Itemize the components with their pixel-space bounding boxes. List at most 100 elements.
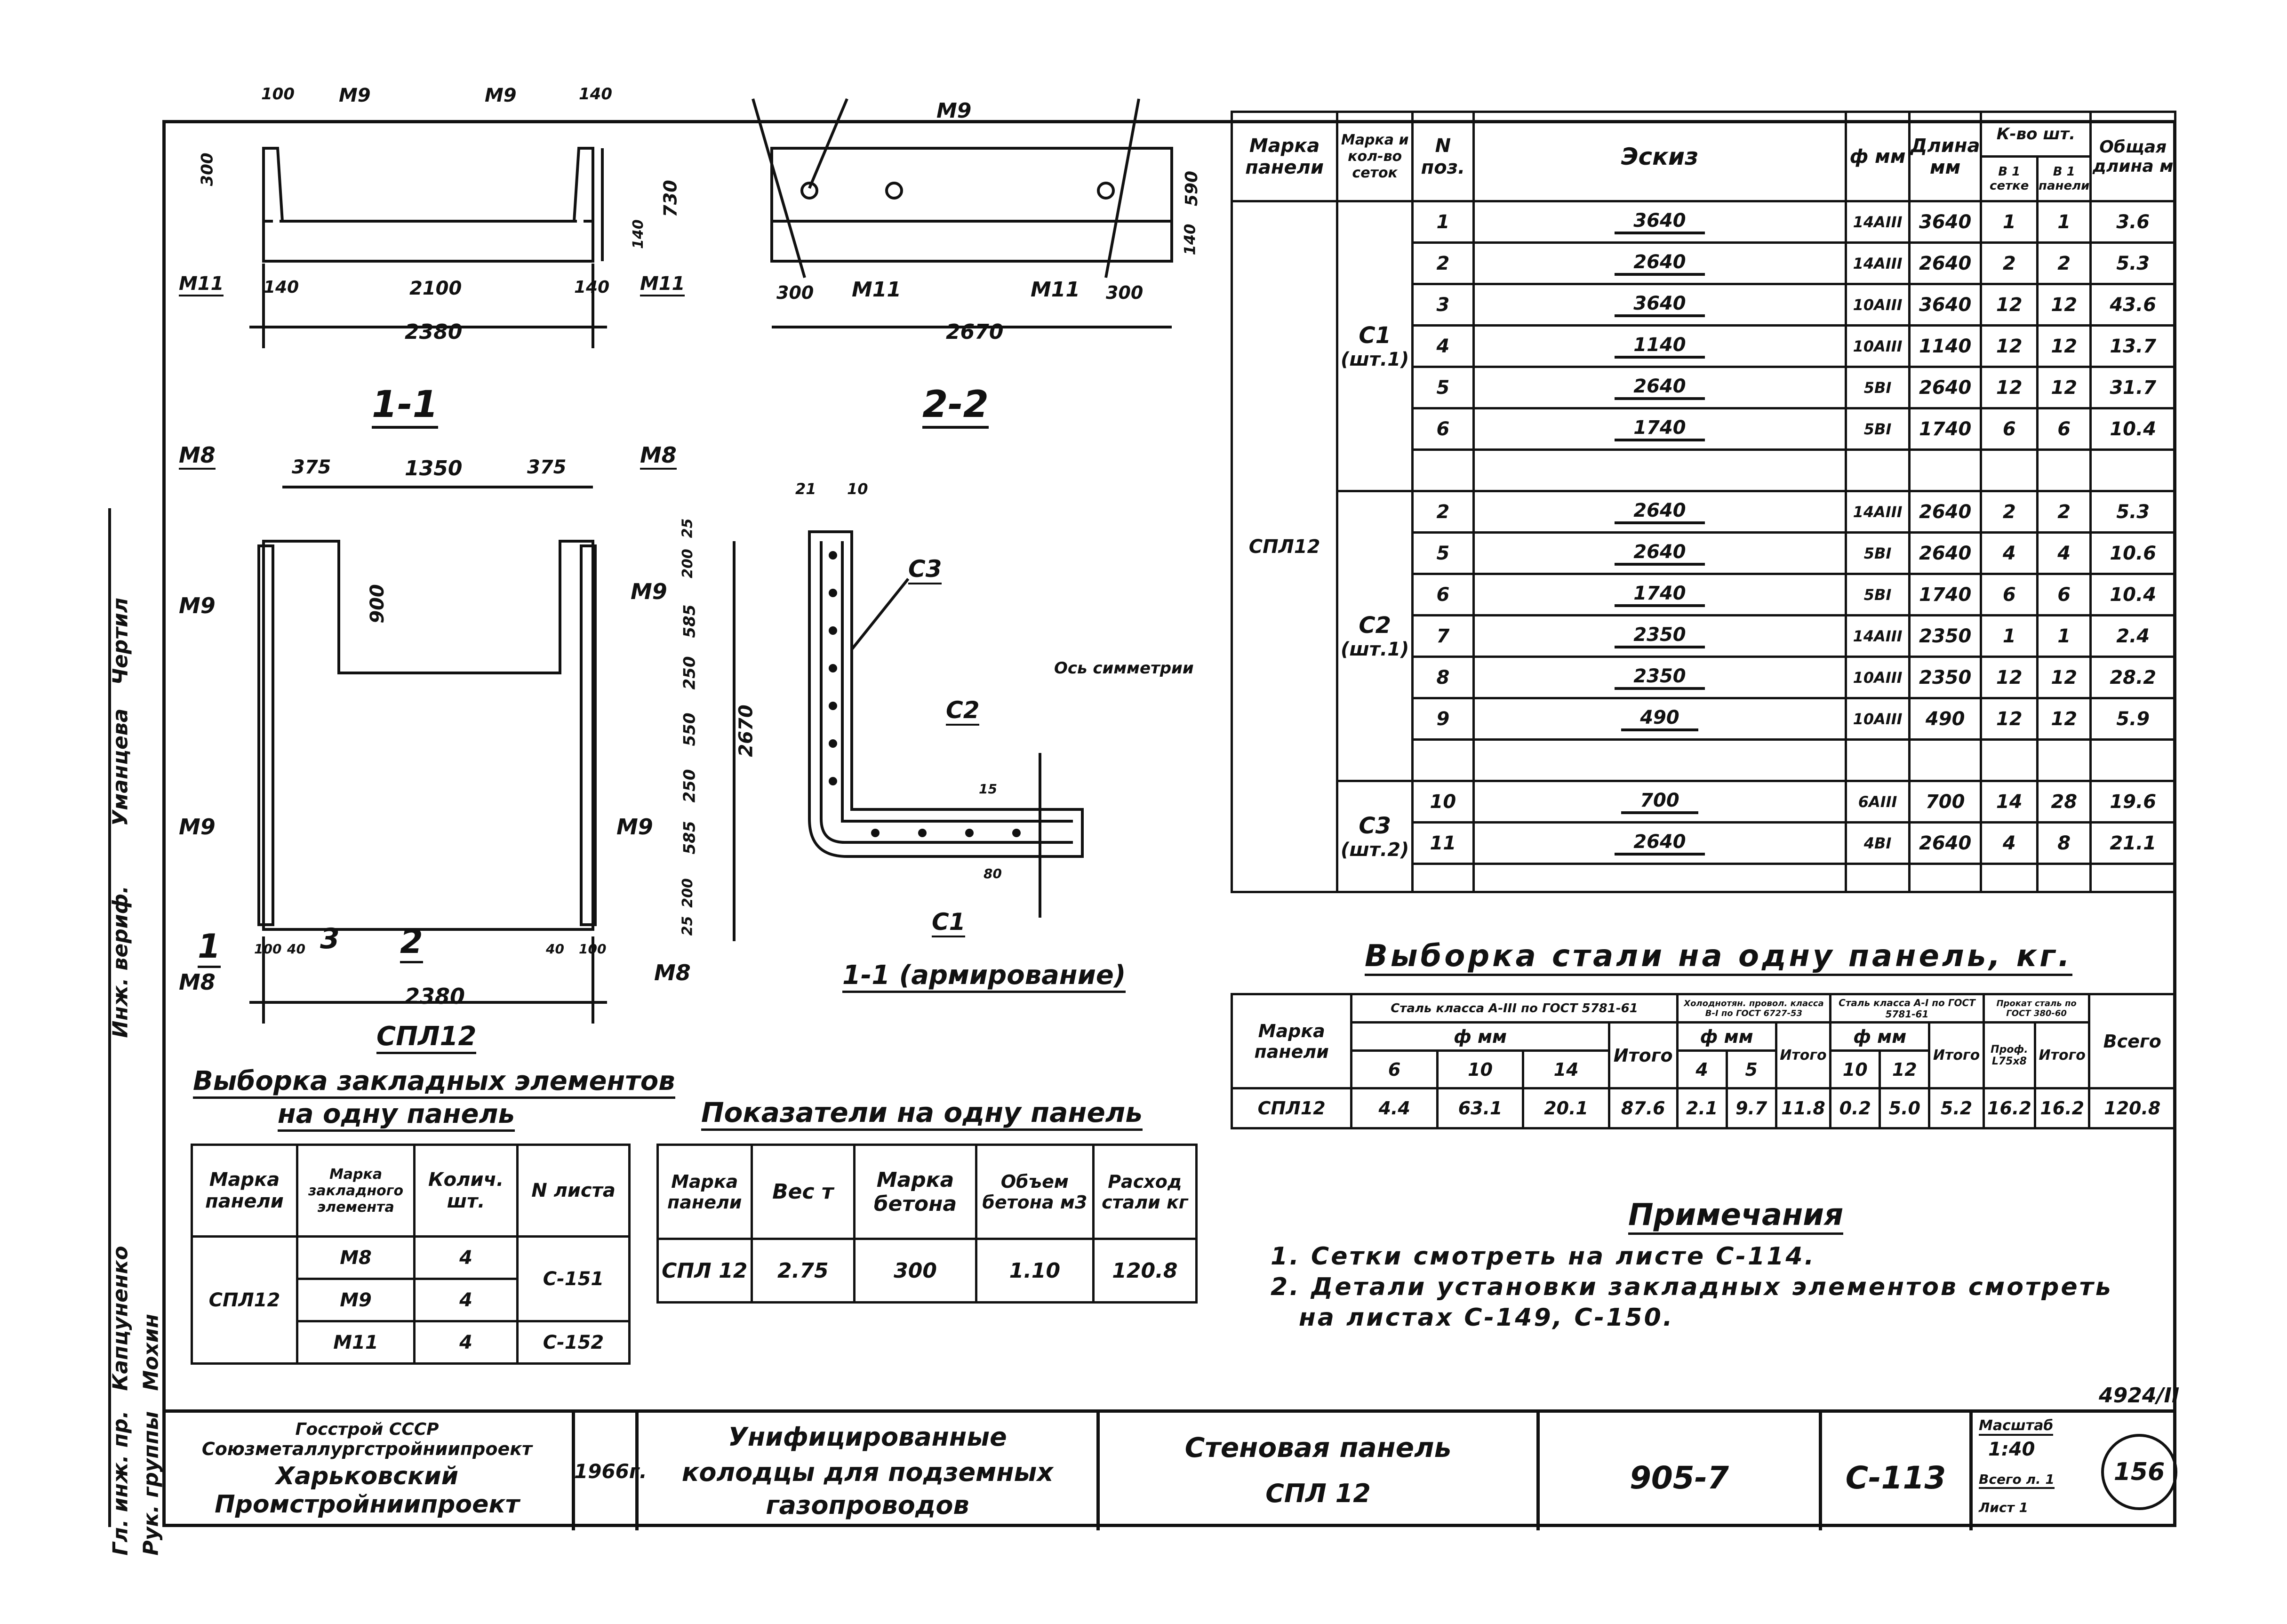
sketch-bar: 2640: [1472, 531, 1847, 575]
cell: 5: [1411, 531, 1475, 575]
project2: колодцы для подземных: [681, 1457, 1054, 1487]
dim-label: 2670: [735, 704, 757, 757]
cell: 2: [1980, 490, 2039, 534]
cell: 16.2: [1982, 1087, 2037, 1129]
dim-label: 140: [579, 85, 612, 104]
cell: 5: [1411, 366, 1475, 409]
cell: 1740: [1908, 407, 1983, 451]
cell: 6: [2036, 573, 2092, 616]
cell: 4: [413, 1235, 519, 1280]
dim-label: M9: [339, 85, 371, 106]
th-d: 10: [1829, 1049, 1881, 1089]
cell: 6: [1411, 407, 1475, 451]
cell: 4: [413, 1278, 519, 1322]
dim-label: 730: [660, 180, 681, 217]
th-itogo: Итого: [1775, 1021, 1832, 1089]
th-d: 10: [1436, 1049, 1525, 1089]
cell: 9.7: [1725, 1087, 1777, 1129]
cell: 12: [1980, 366, 2039, 409]
cell: 1140: [1908, 324, 1983, 368]
org2: Союзметаллургстройниипроект: [201, 1439, 533, 1459]
cell: 16.2: [2033, 1087, 2091, 1129]
th-prof-sub: Проф. L75х8: [1982, 1021, 2037, 1089]
embed-title: Выборка закладных элементов: [193, 1066, 675, 1099]
cell: 4: [2036, 531, 2092, 575]
cell: 12: [2036, 656, 2092, 699]
dim-label: 585: [680, 604, 699, 638]
cell: 4ВI: [1845, 821, 1911, 865]
note-line: 1. Сетки смотреть на листе С-114.: [1271, 1242, 1816, 1271]
dim-label: M11: [179, 273, 224, 296]
dim-label: 585: [680, 821, 699, 855]
cell: 1: [2036, 614, 2092, 658]
sketch-bar: 490: [1472, 697, 1847, 741]
dim-label: M9: [936, 99, 972, 123]
dim-label: C3: [908, 555, 942, 584]
notes-title: Примечания: [1628, 1198, 1844, 1235]
cell: 7: [1411, 614, 1475, 658]
embed-subtitle: на одну панель: [278, 1099, 515, 1132]
cell: 3: [1411, 283, 1475, 327]
cell: 8: [1411, 656, 1475, 699]
cell: 14: [1980, 780, 2039, 824]
dim-label: M8: [654, 960, 691, 985]
dim-label: 550: [680, 712, 699, 746]
dim-label: 1350: [405, 456, 463, 480]
cell: 5.2: [1928, 1087, 1985, 1129]
cell: 4: [1980, 821, 2039, 865]
cell: 5.3: [2089, 490, 2176, 534]
th-a1: Сталь класса А-I по ГОСТ 5781-61: [1829, 993, 1985, 1024]
cell: 5ВI: [1845, 573, 1911, 616]
cell: 8: [2036, 821, 2092, 865]
th-d: 5: [1725, 1049, 1777, 1089]
cell: 2640: [1908, 490, 1983, 534]
cell: 12: [1980, 656, 2039, 699]
cell: 12: [2036, 697, 2092, 741]
cell: 2350: [1908, 656, 1983, 699]
cell: 9: [1411, 697, 1475, 741]
th-d: 4: [1676, 1049, 1728, 1089]
cell: 14АIII: [1845, 200, 1911, 244]
cell: СПЛ12: [191, 1235, 298, 1365]
mesh-c1: C1(шт.1): [1336, 200, 1414, 492]
dim-label: 200: [679, 549, 696, 578]
cell: 12: [1980, 324, 2039, 368]
cell: 20.1: [1522, 1087, 1610, 1129]
embed-table: Марка панели Марка закладного элемента К…: [191, 1144, 631, 1365]
cell: 10АIII: [1845, 324, 1911, 368]
cell: 10: [1411, 780, 1475, 824]
th-mark: Марка панели: [1230, 993, 1353, 1089]
cell: 12: [2036, 283, 2092, 327]
indicators-title: Показатели на одну панель: [701, 1096, 1143, 1131]
cell: СПЛ12: [1230, 1087, 1353, 1129]
note-line: 2. Детали установки закладных элементов …: [1271, 1273, 2113, 1301]
th: Колич. шт.: [413, 1144, 519, 1238]
sketch-bar: 2350: [1472, 656, 1847, 699]
cell: 5ВI: [1845, 407, 1911, 451]
cell: 14АIII: [1845, 241, 1911, 285]
cell: 28: [2036, 780, 2092, 824]
project1: Унифицированные: [728, 1422, 1007, 1452]
cell: 19.6: [2089, 780, 2176, 824]
cell: 120.8: [1092, 1238, 1198, 1304]
section-11-label: 1-1: [372, 384, 438, 429]
cell: 14АIII: [1845, 614, 1911, 658]
dim-label: 40: [287, 941, 305, 957]
dim-label: 140: [1181, 224, 1199, 256]
th-phi: ф мм: [1350, 1021, 1610, 1052]
cell: 4: [413, 1320, 519, 1365]
cell: СПЛ 12: [656, 1238, 753, 1304]
cell: 10АIII: [1845, 656, 1911, 699]
cut-mark: 1: [198, 927, 221, 968]
dim-label: 375: [292, 456, 331, 478]
dim-label: 250: [680, 769, 699, 803]
dim-label: M11: [640, 273, 685, 296]
cell: 1.10: [975, 1238, 1095, 1304]
cell: 2: [1411, 490, 1475, 534]
cell: C-152: [516, 1320, 631, 1365]
cell: 6АIII: [1845, 780, 1911, 824]
dim-label: 40: [546, 941, 564, 957]
org4: Промстройниипроект: [215, 1490, 520, 1519]
dim-label: M11: [1031, 278, 1080, 302]
cell: 3.6: [2089, 200, 2176, 244]
